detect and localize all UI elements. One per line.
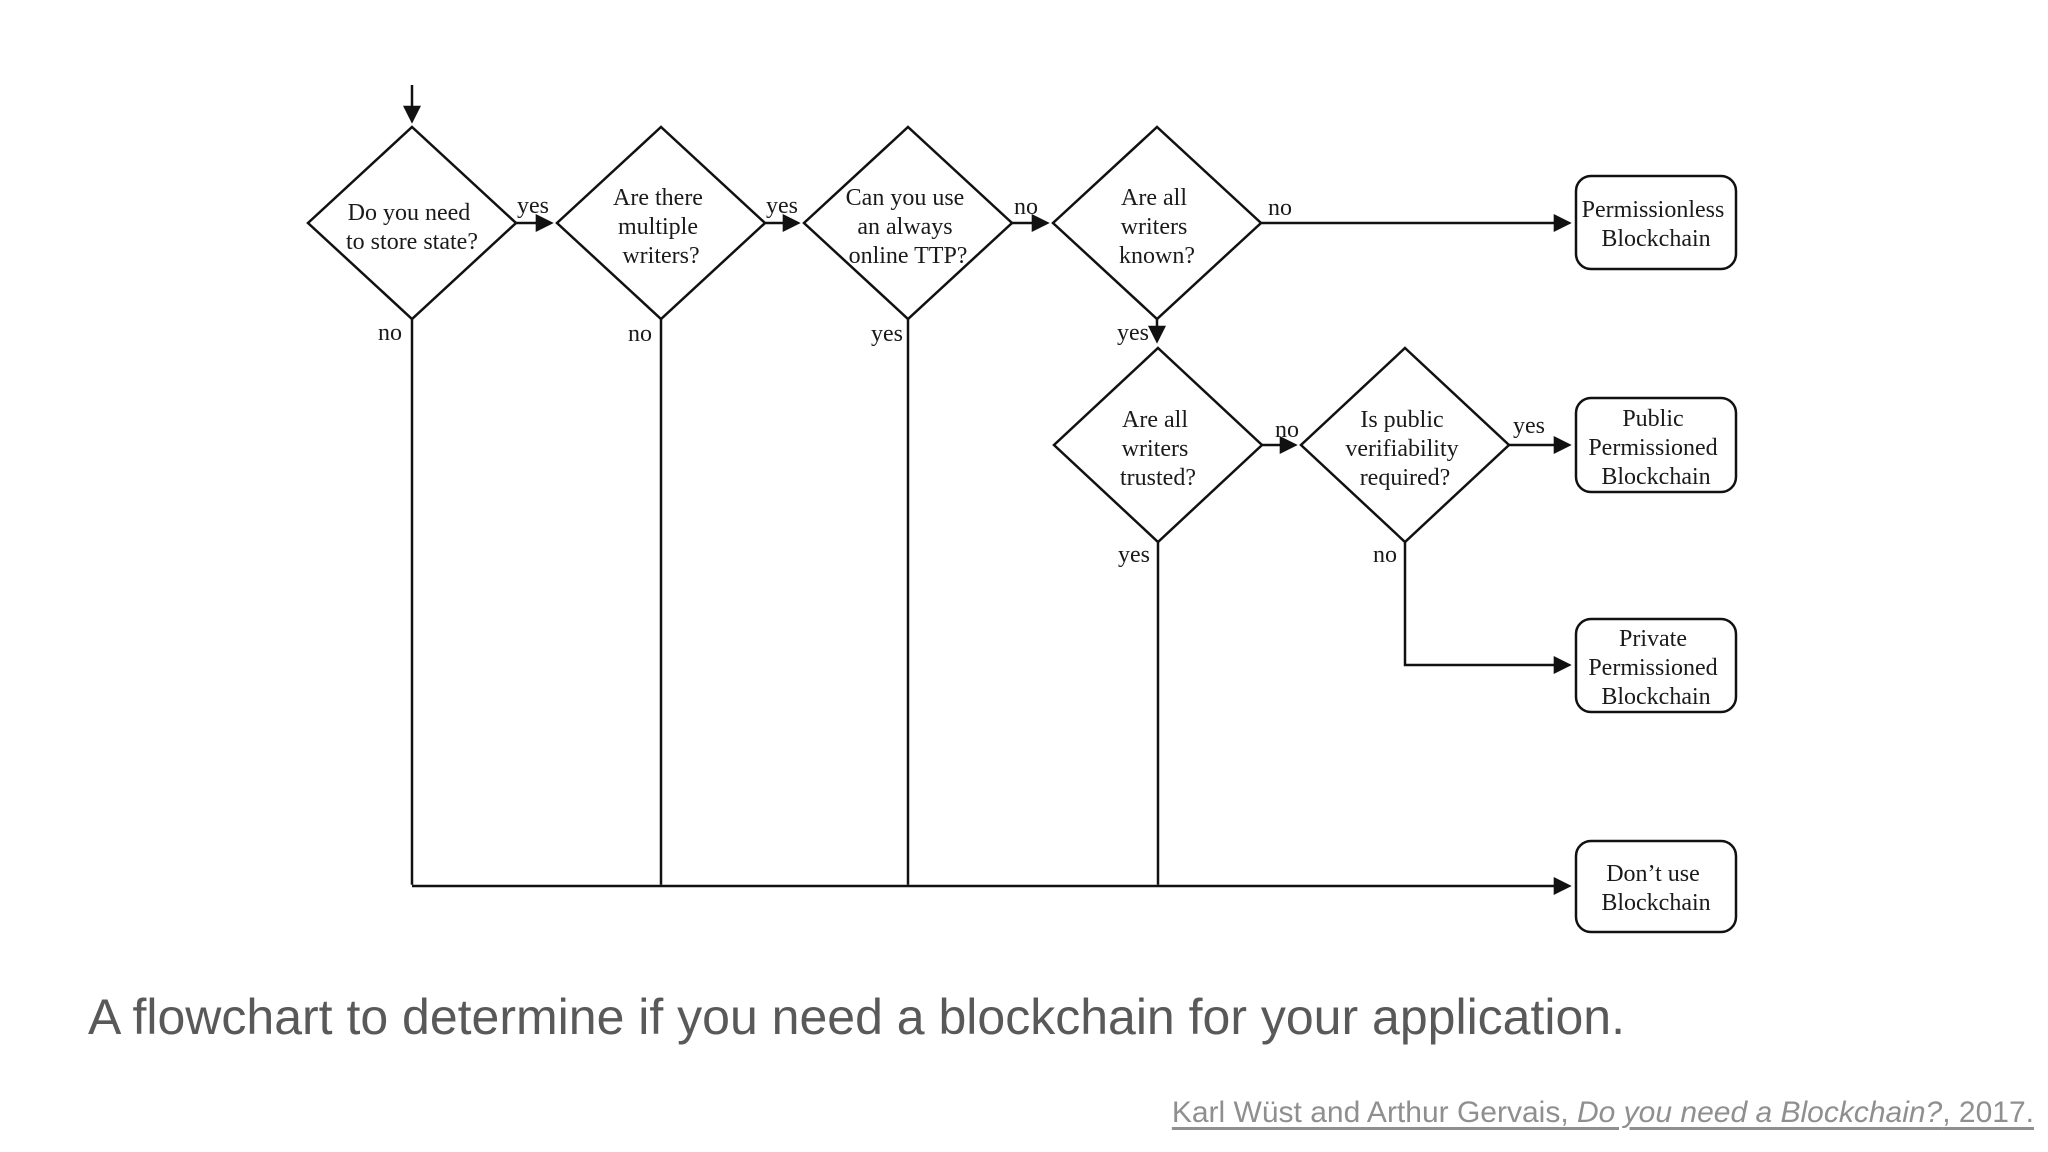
edge-label-online-ttp-no: no	[1014, 194, 1038, 220]
edge-label-public-verifiability-yes: yes	[1513, 413, 1545, 439]
edge-label-store-state-yes: yes	[517, 193, 549, 219]
decision-online-ttp-text: Can you use an always online TTP?	[846, 185, 971, 269]
terminal-private-permissioned-blockchain-text: Private Permissioned Blockchain	[1588, 626, 1723, 710]
edge-label-writers-known-no: no	[1268, 195, 1292, 221]
decision-multiple-writers-text: Are there multiple writers?	[613, 185, 709, 269]
attribution-authors: Karl Wüst and Arthur Gervais,	[1171, 1096, 1577, 1129]
attribution-link[interactable]: Karl Wüst and Arthur Gervais, Do you nee…	[1172, 1096, 2034, 1130]
edge-label-public-verifiability-no: no	[1373, 542, 1397, 568]
terminal-permissionless-blockchain-text: Permissionless Blockchain	[1582, 197, 1731, 252]
edge-label-writers-known-yes: yes	[1117, 320, 1149, 346]
terminal-public-permissioned-blockchain: Public Permissioned Blockchain	[1574, 396, 1738, 494]
decision-writers-known: Are all writers known?	[1051, 125, 1263, 321]
flowchart-canvas: yes yes no no yes no yes no yes no no ye…	[306, 85, 1738, 934]
edge-label-store-state-no: no	[378, 320, 402, 346]
decision-multiple-writers-shape	[555, 125, 767, 321]
decision-writers-known-text: Are all writers known?	[1119, 185, 1195, 269]
terminal-permissionless-blockchain-shape	[1574, 174, 1738, 271]
decision-store-state: Do you need to store state?	[306, 125, 518, 321]
decision-public-verifiability: Is public verifiability required?	[1299, 346, 1511, 544]
caption: A flowchart to determine if you need a b…	[88, 989, 1625, 1045]
decision-writers-trusted: Are all writers trusted?	[1052, 346, 1264, 544]
decision-online-ttp-shape	[802, 125, 1014, 321]
terminal-dont-use-blockchain: Don’t use Blockchain	[1574, 839, 1738, 934]
terminal-private-permissioned-blockchain: Private Permissioned Blockchain	[1574, 617, 1738, 714]
attribution-title: Do you need a Blockchain?	[1577, 1096, 1943, 1129]
terminal-permissionless-blockchain: Permissionless Blockchain	[1574, 174, 1738, 271]
decision-online-ttp: Can you use an always online TTP?	[802, 125, 1014, 321]
decision-writers-known-shape	[1051, 125, 1263, 321]
decision-public-verifiability-shape	[1299, 346, 1511, 544]
decision-writers-trusted-text: Are all writers trusted?	[1120, 407, 1196, 491]
edge-label-online-ttp-yes: yes	[871, 321, 903, 347]
attribution-year: , 2017.	[1942, 1096, 2034, 1129]
edge-label-multiple-writers-no: no	[628, 321, 652, 347]
terminal-private-permissioned-blockchain-shape	[1574, 617, 1738, 714]
connector-public-verifiability-no	[1403, 542, 1572, 674]
terminal-dont-use-blockchain-shape	[1574, 839, 1738, 934]
decision-writers-trusted-shape	[1052, 346, 1264, 544]
terminal-public-permissioned-blockchain-text: Public Permissioned Blockchain	[1588, 406, 1723, 490]
terminal-dont-use-blockchain-text: Don’t use Blockchain	[1601, 861, 1710, 916]
edge-label-multiple-writers-yes: yes	[766, 193, 798, 219]
decision-store-state-shape	[306, 125, 518, 321]
decision-store-state-text: Do you need to store state?	[346, 200, 478, 255]
edge-label-writers-trusted-yes: yes	[1118, 542, 1150, 568]
decision-multiple-writers: Are there multiple writers?	[555, 125, 767, 321]
terminal-public-permissioned-blockchain-shape	[1574, 396, 1738, 494]
decision-public-verifiability-text: Is public verifiability required?	[1345, 407, 1464, 491]
edge-label-writers-trusted-no: no	[1275, 417, 1299, 443]
